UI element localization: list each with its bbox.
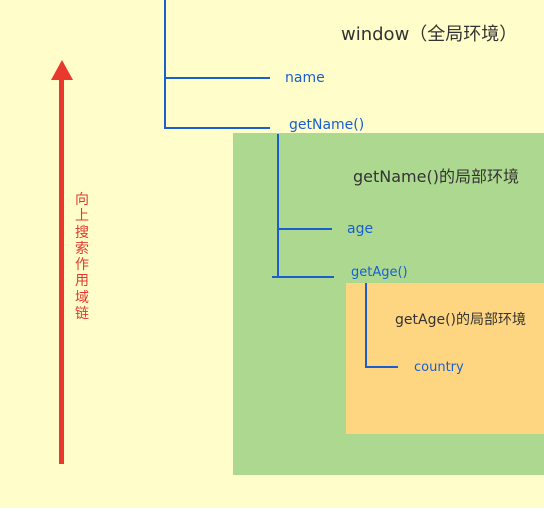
- var-country-label: country: [414, 360, 464, 375]
- getage-scope-box: [346, 283, 544, 434]
- age-branch-line: [277, 228, 332, 230]
- scope-chain-arrow: [59, 78, 64, 464]
- var-getage-label: getAge(): [351, 265, 408, 280]
- getname-tree-trunk: [277, 134, 279, 278]
- country-branch-line: [365, 366, 398, 368]
- getname-scope-title: getName()的局部环境: [353, 167, 519, 186]
- var-name-label: name: [285, 70, 325, 86]
- window-tree-trunk: [164, 0, 166, 129]
- window-scope-title: window（全局环境）: [341, 24, 518, 45]
- var-getname-label: getName(): [289, 117, 365, 133]
- scope-chain-arrow-label: 向上搜索作用域链: [75, 192, 89, 323]
- arrow-up-icon: [51, 60, 73, 80]
- getage-tree-trunk: [365, 283, 367, 368]
- getname-branch-line: [164, 127, 270, 129]
- name-branch-line: [164, 77, 270, 79]
- var-age-label: age: [347, 221, 374, 237]
- getage-scope-title: getAge()的局部环境: [395, 312, 526, 328]
- getage-branch-line: [272, 276, 334, 278]
